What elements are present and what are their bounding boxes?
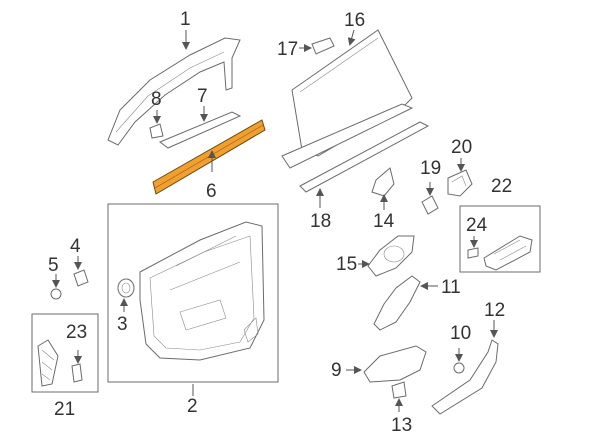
part-22-module-box: [459, 205, 541, 273]
callout-14: 14: [373, 211, 395, 232]
callout-13: 13: [391, 415, 413, 436]
callout-23: 23: [66, 322, 88, 343]
callout-9: 9: [331, 360, 342, 381]
callout-2: 2: [187, 396, 198, 417]
callout-20: 20: [451, 137, 473, 158]
part-8-clip: [149, 110, 164, 139]
part-19-clip: [421, 182, 439, 215]
part-12-grab-handle: [431, 320, 499, 415]
callout-3: 3: [117, 314, 128, 335]
part-6-highlighted-strip: [152, 119, 266, 195]
callout-8: 8: [151, 89, 162, 110]
part-5-screw: [50, 274, 62, 300]
part-1-pillar-trim: [107, 30, 241, 146]
part-7-sill-strip: [159, 106, 242, 149]
callout-24: 24: [466, 215, 488, 236]
callout-4: 4: [70, 236, 81, 257]
part-11-handle-cover: [373, 275, 438, 331]
part-13-clip: [391, 381, 407, 412]
callout-16: 16: [344, 10, 366, 31]
part-2-door-panel: [107, 203, 279, 396]
callout-11: 11: [441, 277, 461, 298]
part-9-armrest-trim: [346, 345, 427, 383]
part-3-grommet: [117, 278, 135, 312]
callout-18: 18: [310, 211, 332, 232]
callout-7: 7: [197, 86, 208, 107]
callout-19: 19: [420, 158, 442, 179]
callout-6: 6: [206, 181, 217, 202]
callout-22: 22: [491, 176, 513, 197]
callout-12: 12: [484, 300, 506, 321]
part-17-cap: [299, 37, 335, 55]
part-14-cover: [371, 167, 395, 210]
callout-15: 15: [336, 254, 358, 275]
part-21-switch-box: [31, 313, 99, 393]
callout-1: 1: [180, 9, 191, 30]
part-4-clip: [73, 256, 89, 287]
callout-5: 5: [48, 255, 59, 276]
callout-21: 21: [54, 399, 76, 420]
part-20-bracket: [447, 158, 473, 197]
part-15-speaker-grille: [358, 235, 415, 277]
callout-10: 10: [450, 323, 472, 344]
part-16-sunshade: [281, 29, 414, 169]
part-18-rail: [299, 121, 430, 208]
part-10-screw: [453, 348, 465, 374]
callout-17: 17: [277, 39, 299, 60]
